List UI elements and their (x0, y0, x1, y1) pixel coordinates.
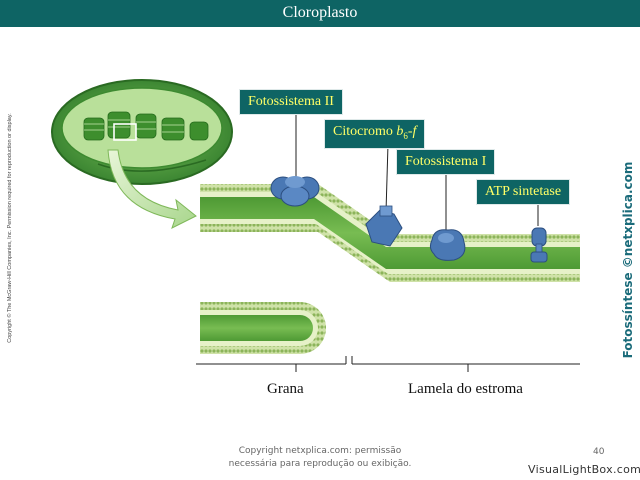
brand-watermark: VisualLightBox.com (528, 463, 640, 476)
footer-line-2: necessária para reprodução ou exibição. (228, 459, 412, 469)
zoom-arrow (107, 149, 197, 229)
cytochrome-b6f-protein (365, 205, 403, 247)
upper-thylakoid-membrane (200, 184, 580, 282)
region-brackets (196, 356, 580, 372)
photosystem-i-protein (429, 229, 466, 261)
lower-grana-thylakoid (200, 302, 326, 354)
chloroplast-illustration (51, 79, 233, 185)
title-bar: Cloroplasto (0, 0, 640, 27)
cytochrome-suffix: -f (407, 124, 417, 139)
label-photosystem-ii: Fotossistema II (239, 89, 343, 115)
footer-line-1: Copyright netxplica.com: permissão (238, 446, 402, 456)
cytochrome-b: b (396, 124, 404, 139)
grana-label: Grana (267, 381, 304, 397)
pointer-lines (295, 114, 539, 232)
label-cytochrome-b6f: Citocromo b6-f (324, 119, 426, 149)
side-copyright: Copyright © The McGraw-Hill Companies, I… (7, 113, 13, 343)
cytochrome-prefix: Citocromo (333, 124, 397, 139)
atp-synthase-protein (530, 227, 548, 263)
label-atp-synthase: ATP sintetase (476, 179, 571, 205)
cytochrome-sub: 6 (403, 130, 408, 141)
page-title: Cloroplasto (282, 4, 358, 21)
photosystem-ii-protein (270, 176, 320, 207)
footer-copyright: Copyright netxplica.com: permissão neces… (200, 445, 440, 471)
page-number: 40 (593, 447, 605, 457)
stroma-lamella-label: Lamela do estroma (408, 381, 523, 397)
side-watermark: Fotossíntese ©netxplica.com (621, 161, 635, 359)
label-photosystem-i: Fotossistema I (396, 149, 496, 175)
